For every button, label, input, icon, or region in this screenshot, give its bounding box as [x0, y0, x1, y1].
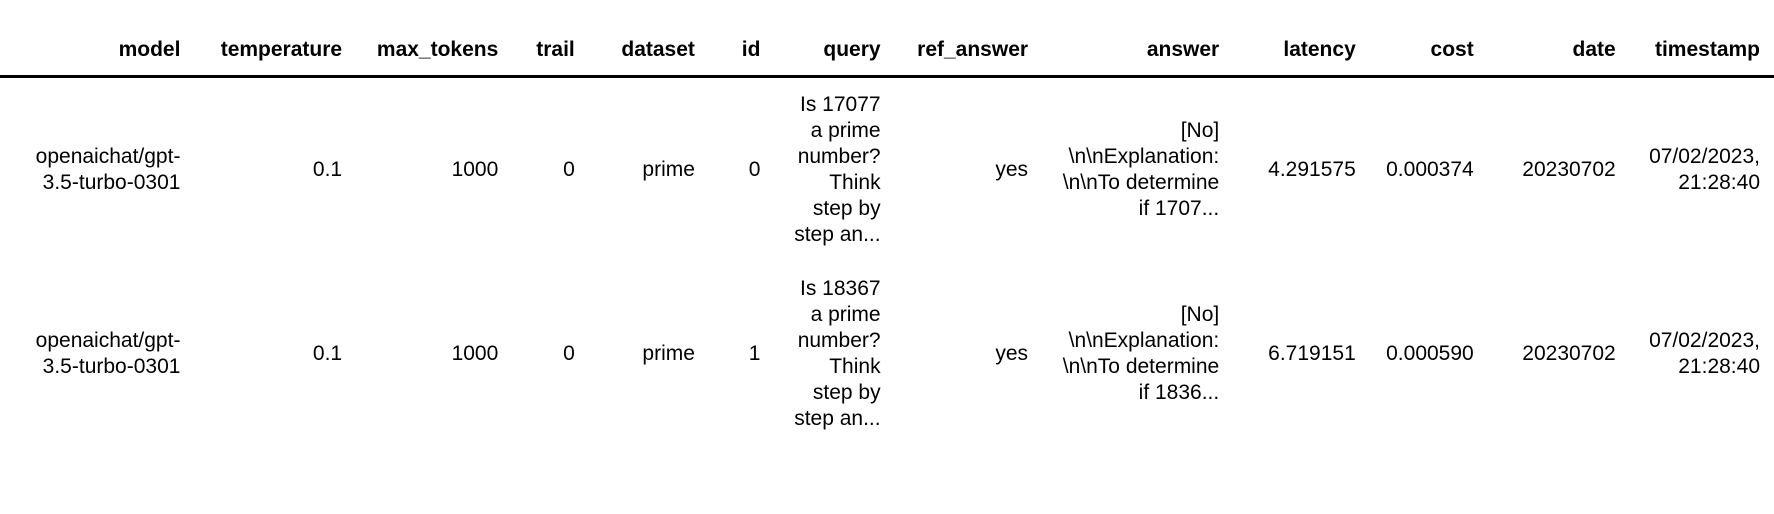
cell-answer: [No] \n\nExplanation: \n\nTo determine i…: [1062, 118, 1220, 220]
table-row[interactable]: openaichat/gpt-3.5-turbo-0301 0.1 1000 0…: [0, 76, 1774, 262]
cell-cost: 0.000374: [1386, 157, 1474, 181]
column-header-model[interactable]: model: [0, 0, 195, 78]
table-header: model temperature max_tokens trail datas…: [0, 0, 1774, 78]
cell-query: Is 17077 a prime number? Think step by s…: [794, 92, 881, 246]
column-header-id[interactable]: id: [708, 0, 775, 78]
table-body: openaichat/gpt-3.5-turbo-0301 0.1 1000 0…: [0, 76, 1774, 446]
cell-trail: 0: [563, 341, 575, 365]
cell-latency: 4.291575: [1268, 157, 1356, 181]
cell-ref_answer: yes: [995, 157, 1029, 181]
header-row: model temperature max_tokens trail datas…: [0, 0, 1774, 78]
cell-query: Is 18367 a prime number? Think step by s…: [794, 276, 881, 430]
column-header-answer[interactable]: answer: [1042, 0, 1234, 78]
column-header-dataset[interactable]: dataset: [588, 0, 709, 78]
cell-date: 20230702: [1522, 341, 1616, 365]
dataframe-table: model temperature max_tokens trail datas…: [0, 0, 1774, 446]
cell-dataset: prime: [642, 157, 695, 181]
cell-temperature: 0.1: [312, 341, 343, 365]
cell-answer: [No] \n\nExplanation: \n\nTo determine i…: [1062, 302, 1220, 404]
cell-latency: 6.719151: [1268, 341, 1356, 365]
table-row[interactable]: openaichat/gpt-3.5-turbo-0301 0.1 1000 0…: [0, 262, 1774, 446]
cell-id: 1: [748, 341, 761, 365]
cell-max_tokens: 1000: [451, 157, 499, 181]
cell-model: openaichat/gpt-3.5-turbo-0301: [35, 328, 181, 378]
column-header-trail[interactable]: trail: [512, 0, 589, 78]
column-header-latency[interactable]: latency: [1233, 0, 1370, 78]
cell-dataset: prime: [642, 341, 695, 365]
cell-trail: 0: [563, 157, 575, 181]
cell-date: 20230702: [1522, 157, 1616, 181]
cell-temperature: 0.1: [312, 157, 343, 181]
column-header-date[interactable]: date: [1487, 0, 1630, 78]
column-header-cost[interactable]: cost: [1369, 0, 1488, 78]
column-header-max_tokens[interactable]: max_tokens: [356, 0, 513, 78]
cell-timestamp: 07/02/2023, 21:28:40: [1649, 328, 1760, 378]
cell-model: openaichat/gpt-3.5-turbo-0301: [35, 144, 181, 194]
cell-ref_answer: yes: [995, 341, 1029, 365]
column-header-query[interactable]: query: [774, 0, 895, 78]
column-header-ref_answer[interactable]: ref_answer: [894, 0, 1043, 78]
cell-timestamp: 07/02/2023, 21:28:40: [1649, 144, 1760, 194]
column-header-timestamp[interactable]: timestamp: [1629, 0, 1774, 78]
cell-id: 0: [748, 157, 761, 181]
cell-cost: 0.000590: [1386, 341, 1474, 365]
cell-max_tokens: 1000: [451, 341, 499, 365]
column-header-temperature[interactable]: temperature: [194, 0, 357, 78]
